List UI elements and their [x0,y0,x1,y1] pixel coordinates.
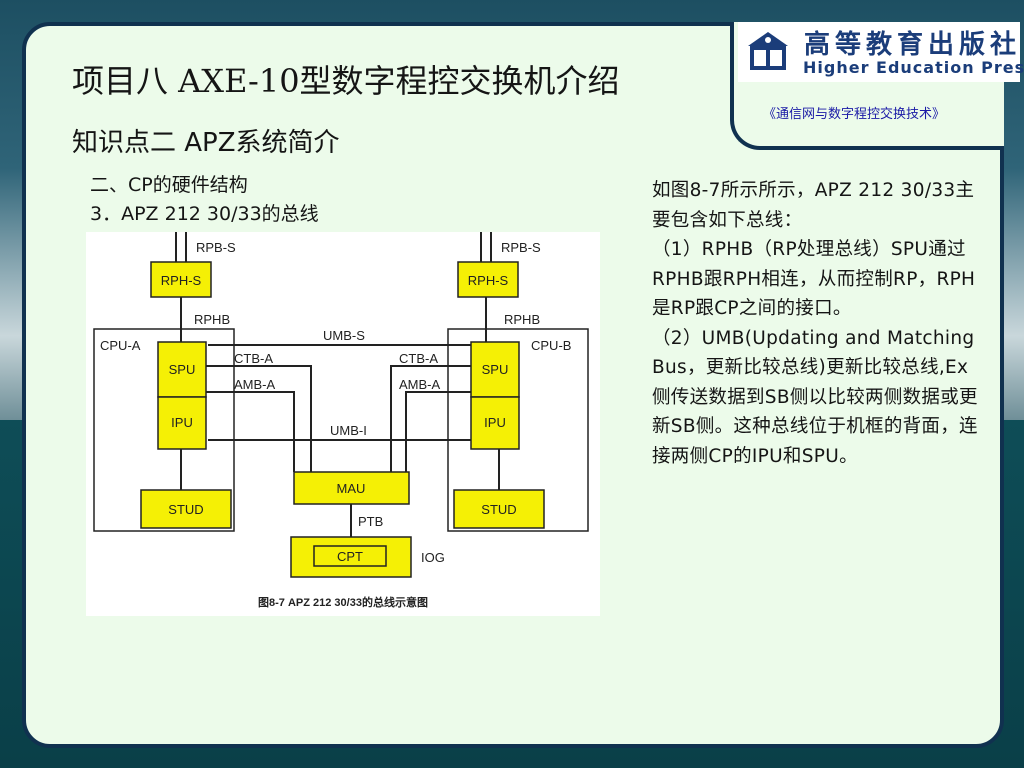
book-title: 《通信网与数字程控交换技术》 [763,107,946,122]
label-umb-i: UMB-I [330,423,367,438]
label-rphb-right: RPHB [504,312,540,327]
section-heading: 二、CP的硬件结构 [90,174,248,196]
publisher-name-en: Higher Education Press [803,58,1024,77]
label-stud-left: STUD [168,502,203,517]
label-ipu-right: IPU [484,415,506,430]
label-iog: IOG [421,550,445,565]
label-amb-a-left: AMB-A [234,377,276,392]
description-para-1: 如图8-7所示所示，APZ 212 30/33主要包含如下总线： [652,180,975,231]
page-title: 项目八 AXE-10型数字程控交换机介绍 [72,62,620,100]
description-para-3: （2）UMB(Updating and Matching Bus，更新比较总线)… [652,327,978,467]
label-cpu-a: CPU-A [100,338,141,353]
publisher-name-cn: 高等教育出版社 [804,30,1022,60]
label-amb-a-right: AMB-A [399,377,441,392]
label-rph-s-right: RPH-S [468,273,509,288]
label-mau: MAU [337,481,366,496]
bus-diagram: RPB-S RPB-S RPH-S RPH-S RPHB RPHB UMB-S … [86,232,600,616]
publisher-emblem-icon [748,32,788,70]
label-spu-right: SPU [482,362,509,377]
label-ctb-a-right: CTB-A [399,351,438,366]
bus-diagram-svg: RPB-S RPB-S RPH-S RPH-S RPHB RPHB UMB-S … [93,232,589,609]
label-cpu-b: CPU-B [531,338,571,353]
label-ptb: PTB [358,514,383,529]
figure-caption: 图8-7 APZ 212 30/33的总线示意图 [258,595,428,609]
label-rph-s-left: RPH-S [161,273,202,288]
label-cpt: CPT [337,549,363,564]
label-stud-right: STUD [481,502,516,517]
label-rpb-s-right: RPB-S [501,240,541,255]
section-subheading: 3．APZ 212 30/33的总线 [90,203,319,225]
label-spu-left: SPU [169,362,196,377]
label-rpb-s-left: RPB-S [196,240,236,255]
label-rphb-left: RPHB [194,312,230,327]
knowledge-point-title: 知识点二 APZ系统简介 [72,128,340,158]
description-text: 如图8-7所示所示，APZ 212 30/33主要包含如下总线： （1）RPHB… [652,176,982,471]
label-umb-s: UMB-S [323,328,365,343]
label-ipu-left: IPU [171,415,193,430]
description-para-2: （1）RPHB（RP处理总线）SPU通过RPHB跟RPH相连，从而控制RP，RP… [652,239,976,319]
label-ctb-a-left: CTB-A [234,351,273,366]
